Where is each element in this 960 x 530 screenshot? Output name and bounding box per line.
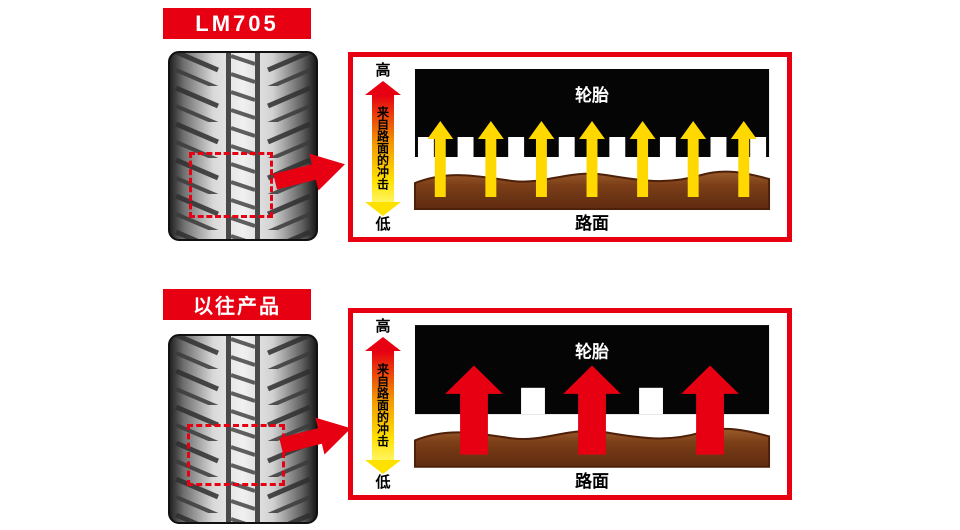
arrow-down-head-icon: [365, 459, 401, 474]
tire-photo-lm705: [168, 51, 318, 241]
road-impact-diagram: 轮胎 路面: [413, 325, 771, 491]
road-label: 路面: [575, 213, 609, 233]
impact-axis-label: 来自路面的冲击: [375, 363, 390, 447]
tire-label: 轮胎: [575, 341, 609, 361]
impact-arrows: [445, 365, 739, 455]
scale-low-label: 低: [375, 215, 391, 233]
diagram-panel-lm705: 高 来自路面的冲击 低 轮胎 路面: [348, 52, 792, 242]
tread-blocks: [521, 387, 663, 415]
arrow-up-head-icon: [365, 336, 401, 351]
impact-scale: 高 来自路面的冲击 低: [359, 318, 407, 491]
road-impact-diagram: 轮胎 路面: [413, 69, 771, 233]
scale-high-label: 高: [375, 318, 391, 335]
diagram-panel-previous: 高 来自路面的冲击 低 轮胎 路面: [348, 308, 792, 500]
pointer-arrow: [279, 417, 351, 455]
impact-gradient-arrow: 来自路面的冲击: [365, 336, 401, 474]
scale-low-label: 低: [375, 473, 391, 491]
tire-label: 轮胎: [575, 85, 609, 105]
tire-photo-previous: [168, 334, 318, 524]
impact-axis-label: 来自路面的冲击: [375, 106, 390, 190]
impact-gradient-arrow: 来自路面的冲击: [365, 80, 401, 216]
impact-scale: 高 来自路面的冲击 低: [359, 62, 407, 233]
arrow-down-head-icon: [365, 201, 401, 216]
tread-highlight-box: [189, 152, 273, 218]
road-label: 路面: [575, 471, 609, 491]
pointer-arrow: [273, 153, 345, 191]
tread-blocks: [417, 137, 767, 157]
gradient-shaft: [372, 350, 394, 460]
product-badge-lm705: LM705: [163, 8, 311, 39]
gradient-shaft: [372, 94, 394, 202]
tread-highlight-box: [187, 424, 285, 486]
impact-arrows: [427, 121, 757, 197]
arrow-up-head-icon: [365, 80, 401, 95]
scale-high-label: 高: [375, 62, 391, 79]
product-badge-previous: 以往产品: [163, 289, 311, 320]
